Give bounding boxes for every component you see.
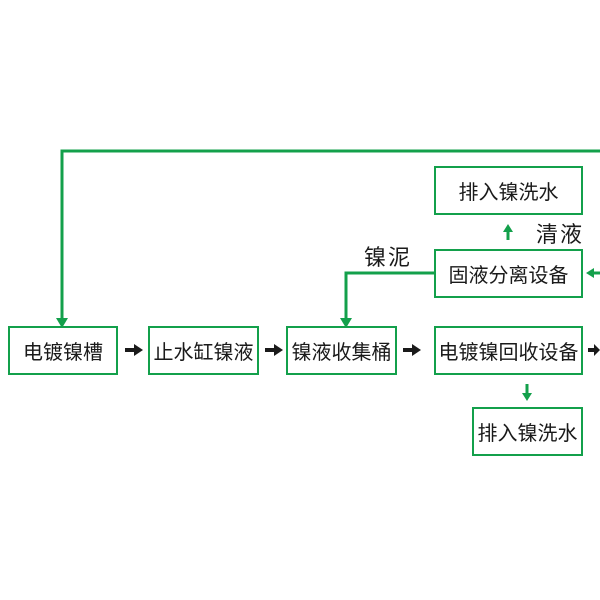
black-arrow-4 bbox=[588, 344, 600, 356]
clear-liquid-arrowhead bbox=[503, 224, 513, 232]
separation-input-arrowhead bbox=[586, 268, 594, 278]
nickel-mud-arrowhead bbox=[340, 318, 352, 328]
node-collection-bucket: 镍液收集桶 bbox=[286, 326, 397, 375]
node-solid-liquid-separation: 固液分离设备 bbox=[434, 249, 583, 298]
node-recovery-equipment: 电镀镍回收设备 bbox=[434, 326, 583, 375]
label-clear-liquid: 清液 bbox=[536, 223, 585, 248]
node-discharge-top: 排入镍洗水 bbox=[434, 166, 583, 215]
black-arrow-2 bbox=[265, 344, 283, 356]
recovery-down-arrowhead bbox=[522, 393, 532, 401]
node-discharge-bottom: 排入镍洗水 bbox=[472, 407, 583, 456]
return-flow-line bbox=[60, 149, 600, 320]
node-electroplating-tank: 电镀镍槽 bbox=[8, 326, 118, 375]
black-arrow-1 bbox=[125, 344, 143, 356]
return-flow-arrowhead bbox=[56, 318, 68, 328]
label-nickel-mud: 镍泥 bbox=[364, 246, 413, 271]
black-arrow-3 bbox=[403, 344, 421, 356]
nickel-mud-line bbox=[344, 271, 434, 320]
node-stop-water-tank: 止水缸镍液 bbox=[148, 326, 259, 375]
